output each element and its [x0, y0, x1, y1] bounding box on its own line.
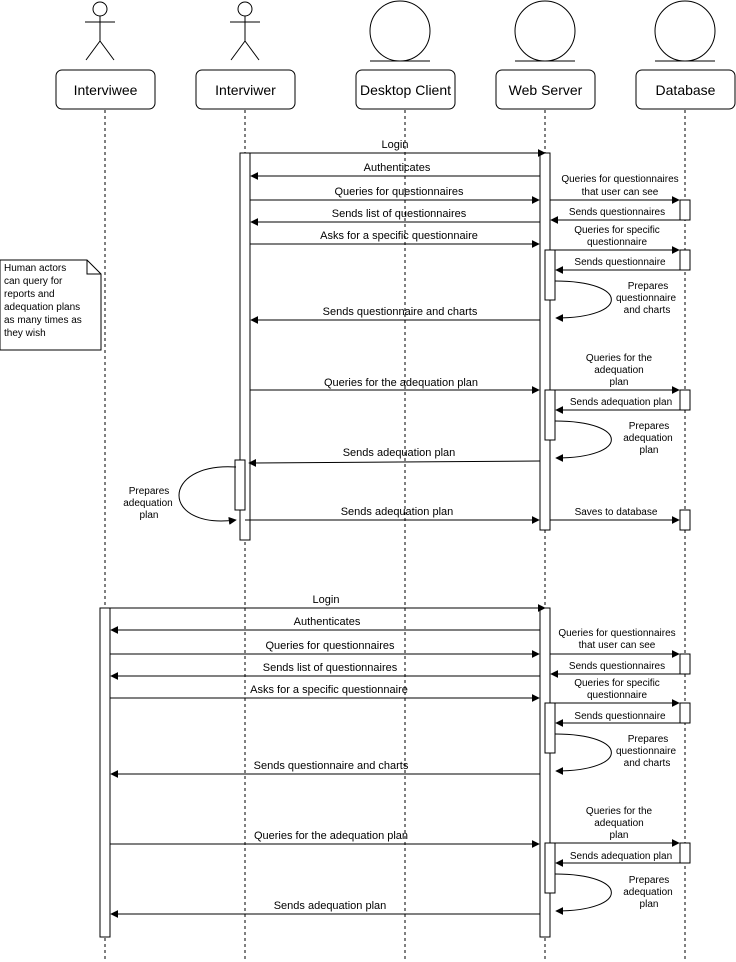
- label-db-sends-adequation-1: Sends adequation plan: [570, 397, 672, 408]
- label-sends-adequation-upload: Sends adequation plan: [341, 506, 454, 518]
- label-db-queries-user-1b: that user can see: [582, 187, 659, 198]
- label-db-queries-user-2a: Queries for questionnaires: [558, 628, 675, 639]
- label-queries-questionnaires-1: Queries for questionnaires: [334, 186, 464, 198]
- msg-prepares-charts-2: [554, 733, 612, 775]
- activation-interviwer-prepare: [234, 459, 246, 511]
- label-db-queries-adequation-1b: adequation: [594, 365, 644, 376]
- label-sends-adequation-2: Sends adequation plan: [274, 900, 387, 912]
- label-prepares-charts-1b: questionnaire: [616, 293, 676, 304]
- participant-web-server: Web Server: [495, 69, 596, 110]
- label-prepares-adequation-interviwer-b: adequation: [123, 498, 173, 509]
- actor-figure-interviwee: [85, 1, 115, 61]
- label-db-sends-questionnaires-2: Sends questionnaires: [569, 661, 665, 672]
- entity-circle-database: [654, 0, 716, 62]
- label-login-1: Login: [382, 139, 409, 151]
- participant-desktop-client: Desktop Client: [355, 69, 456, 110]
- activation-web-server-2a: [544, 702, 556, 754]
- label-db-sends-questionnaire-1: Sends questionnaire: [574, 257, 666, 268]
- msg-prepares-adequation-2: [554, 873, 612, 915]
- label-prepares-adequation-interviwer-c: plan: [140, 510, 159, 521]
- msg-sends-adequation-1: [248, 458, 541, 467]
- activation-web-server-1: [539, 152, 551, 531]
- label-db-queries-adequation-1c: plan: [610, 377, 629, 388]
- label-prepares-charts-2b: questionnaire: [616, 746, 676, 757]
- label-sends-q-charts-2: Sends questionnaire and charts: [254, 760, 409, 772]
- participant-interviwer: Interviwer: [195, 69, 296, 110]
- activation-web-server-2b: [544, 842, 556, 894]
- participant-database: Database: [635, 69, 736, 110]
- label-db-queries-adequation-2a: Queries for the: [586, 806, 653, 817]
- label-sends-adequation-1: Sends adequation plan: [343, 447, 456, 459]
- label-db-queries-specific-1a: Queries for specific: [574, 225, 660, 236]
- label-queries-adequation-1: Queries for the adequation plan: [324, 377, 478, 389]
- label-db-queries-adequation-1a: Queries for the: [586, 353, 653, 364]
- label-db-queries-specific-1b: questionnaire: [587, 237, 647, 248]
- label-sends-list-1: Sends list of questionnaires: [332, 208, 467, 220]
- svg-text:adequation plans: adequation plans: [4, 302, 80, 313]
- svg-text:Interviwee: Interviwee: [74, 82, 138, 98]
- svg-text:reports and: reports and: [4, 289, 55, 300]
- label-sends-list-2: Sends list of questionnaires: [263, 662, 398, 674]
- activation-database-5: [679, 653, 691, 675]
- svg-text:Web Server: Web Server: [509, 82, 583, 98]
- activation-database-7: [679, 842, 691, 864]
- label-sends-q-charts-1: Sends questionnaire and charts: [323, 306, 478, 318]
- label-db-queries-adequation-2c: plan: [610, 830, 629, 841]
- label-db-queries-user-1a: Queries for questionnaires: [561, 174, 678, 185]
- label-prepares-adequation-2a: Prepares: [629, 875, 670, 886]
- msg-prepares-adequation-1: [554, 420, 612, 462]
- label-prepares-adequation-1c: plan: [640, 445, 659, 456]
- label-queries-questionnaires-2: Queries for questionnaires: [265, 640, 395, 652]
- activation-database-2: [679, 249, 691, 271]
- label-prepares-charts-2c: and charts: [624, 758, 671, 769]
- label-login-2: Login: [313, 594, 340, 606]
- label-prepares-adequation-1b: adequation: [623, 433, 673, 444]
- activation-database-6: [679, 702, 691, 724]
- svg-text:Interviwer: Interviwer: [215, 82, 276, 98]
- label-db-sends-adequation-2: Sends adequation plan: [570, 851, 672, 862]
- activation-web-server-1b: [544, 389, 556, 441]
- label-prepares-charts-2a: Prepares: [628, 734, 669, 745]
- label-prepares-adequation-2c: plan: [640, 899, 659, 910]
- activation-interviwee: [99, 607, 111, 938]
- label-authenticates-1: Authenticates: [364, 162, 431, 174]
- msg-prepares-adequation-interviwer: [178, 466, 237, 525]
- svg-text:can query for: can query for: [4, 276, 63, 287]
- label-db-sends-questionnaire-2: Sends questionnaire: [574, 711, 666, 722]
- msg-prepares-charts-1: [554, 280, 612, 322]
- participant-interviwee: Interviwee: [55, 69, 156, 110]
- svg-text:as many times as: as many times as: [4, 315, 82, 326]
- actor-figure-interviwer: [230, 1, 260, 61]
- label-prepares-adequation-2b: adequation: [623, 887, 673, 898]
- label-asks-specific-2: Asks for a specific questionnaire: [250, 684, 408, 696]
- activation-database-3: [679, 389, 691, 411]
- label-asks-specific-1: Asks for a specific questionnaire: [320, 230, 478, 242]
- note-human-actors: Human actors can query for reports and a…: [0, 259, 102, 351]
- entity-circle-desktop: [369, 0, 431, 62]
- label-authenticates-2: Authenticates: [294, 616, 361, 628]
- label-prepares-charts-1a: Prepares: [628, 281, 669, 292]
- label-prepares-adequation-1a: Prepares: [629, 421, 670, 432]
- label-db-queries-specific-2a: Queries for specific: [574, 678, 660, 689]
- label-db-sends-questionnaires-1: Sends questionnaires: [569, 207, 665, 218]
- label-db-queries-specific-2b: questionnaire: [587, 690, 647, 701]
- label-prepares-charts-1c: and charts: [624, 305, 671, 316]
- entity-circle-web-server: [514, 0, 576, 62]
- label-saves-db: Saves to database: [575, 507, 658, 518]
- activation-database-4: [679, 509, 691, 531]
- activation-interviwer: [239, 152, 251, 541]
- activation-web-server-1a: [544, 249, 556, 301]
- activation-database-1: [679, 199, 691, 221]
- label-db-queries-adequation-2b: adequation: [594, 818, 644, 829]
- svg-text:Desktop Client: Desktop Client: [360, 82, 451, 98]
- svg-text:Database: Database: [656, 82, 716, 98]
- label-db-queries-user-2b: that user can see: [579, 640, 656, 651]
- svg-text:Human actors: Human actors: [4, 263, 66, 274]
- svg-text:they wish: they wish: [4, 328, 46, 339]
- label-queries-adequation-2: Queries for the adequation plan: [254, 830, 408, 842]
- label-prepares-adequation-interviwer-a: Prepares: [129, 486, 170, 497]
